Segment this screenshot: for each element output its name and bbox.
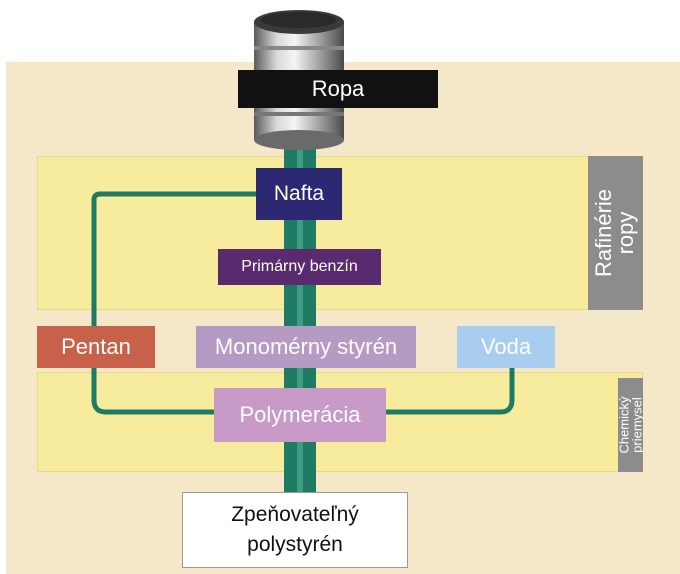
voda-node: Voda	[457, 326, 555, 368]
chemical-zone-label: Chemický priemysel	[616, 378, 645, 472]
pentan-node: Pentan	[37, 326, 155, 368]
nafta-node: Nafta	[256, 168, 342, 220]
expandable-polystyrene-output: Zpeňovateľný polystyrén	[182, 492, 408, 568]
chemical-zone-label-text: Chemický priemysel	[616, 396, 645, 454]
water-feed-line	[386, 366, 515, 415]
refinery-zone-label-text: Rafinérie ropy	[591, 188, 639, 278]
diagram-background	[6, 62, 680, 574]
polymeracia-node: Polymerácia	[214, 388, 386, 442]
output-line-1: Zpeňovateľný	[231, 503, 359, 526]
refinery-zone-label: Rafinérie ropy	[588, 156, 643, 310]
central-pipe-highlight	[297, 130, 303, 510]
output-line-2: polystyrén	[247, 533, 343, 556]
pentan-feed-line	[91, 191, 258, 415]
primarny-benzin-node: Primárny benzín	[218, 249, 381, 285]
ropa-label: Ropa	[238, 70, 438, 108]
monomerny-styren-node: Monomérny styrén	[196, 326, 416, 368]
